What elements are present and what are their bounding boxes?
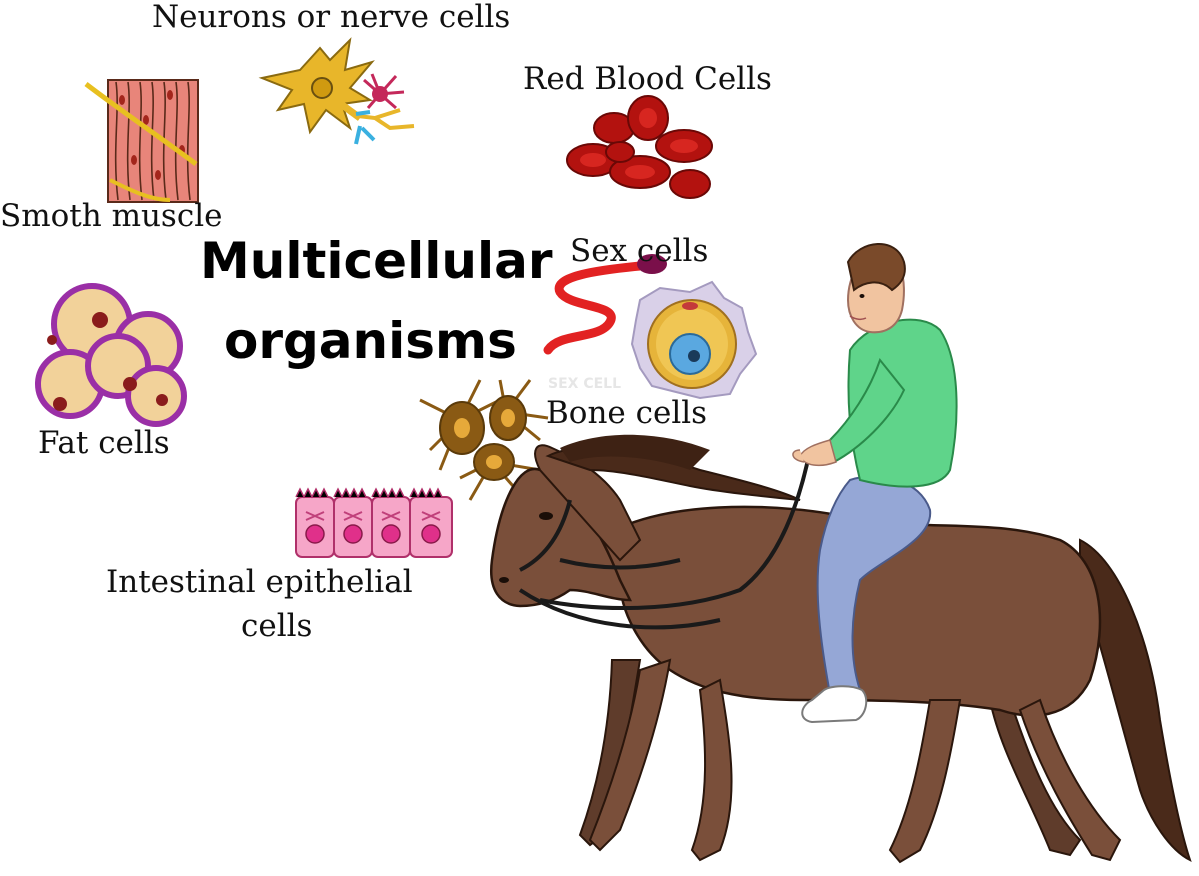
label-intestinal-line-2: cells bbox=[241, 608, 313, 644]
label-red-blood-cells: Red Blood Cells bbox=[523, 61, 772, 97]
label-sex-cells: Sex cells bbox=[570, 233, 709, 269]
smooth-muscle-illustration bbox=[84, 79, 199, 203]
label-fat-cells: Fat cells bbox=[38, 425, 170, 461]
label-smooth-muscle: Smoth muscle bbox=[0, 198, 223, 234]
label-intestinal-line-1: Intestinal epithelial bbox=[106, 564, 413, 600]
bone-cells-illustration bbox=[419, 379, 549, 501]
fat-cells-illustration bbox=[35, 283, 187, 427]
label-neurons: Neurons or nerve cells bbox=[152, 0, 511, 35]
label-bone-cells: Bone cells bbox=[546, 395, 708, 431]
horse-and-rider-illustration bbox=[489, 243, 1192, 864]
sperm-cell-illustration bbox=[543, 254, 667, 355]
egg-cell-illustration bbox=[630, 280, 758, 400]
faint-sex-cell-text: SEX CELL bbox=[548, 376, 621, 392]
neuron-illustration bbox=[258, 37, 415, 145]
title-line-2: organisms bbox=[224, 312, 517, 370]
intestinal-cells-illustration bbox=[295, 487, 453, 558]
title-line-1: Multicellular bbox=[200, 232, 553, 290]
